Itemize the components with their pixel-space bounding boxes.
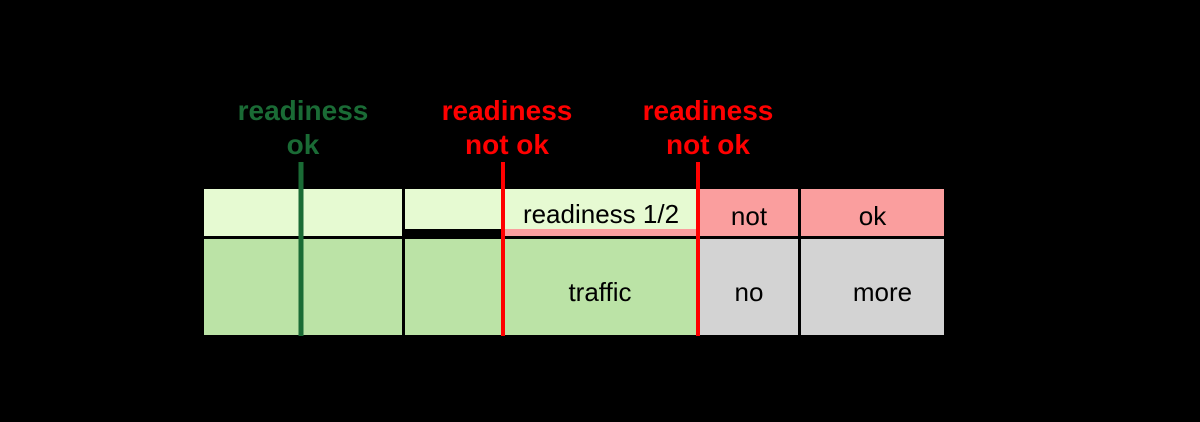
readiness-ok-label: ok — [858, 201, 887, 231]
marker-label-ok: readiness ok — [223, 94, 383, 162]
traffic-no-label: no — [734, 277, 764, 307]
traffic-label: traffic — [568, 277, 632, 307]
marker-label-not-ok-2-line1: readiness — [642, 95, 774, 126]
readiness-partial-label: readiness 1/2 — [522, 199, 680, 229]
marker-label-not-ok-1-line2: not ok — [465, 129, 549, 160]
marker-label-not-ok-1-line1: readiness — [441, 95, 573, 126]
readiness-not-label: not — [730, 201, 768, 231]
traffic-cell-2 — [405, 239, 697, 335]
traffic-cell-more — [801, 239, 944, 335]
readiness-cell-2-not-ok — [502, 229, 697, 236]
marker-label-ok-line1: readiness — [237, 95, 369, 126]
marker-label-ok-line2: ok — [286, 129, 320, 160]
readiness-cell-2-ok — [405, 189, 697, 229]
traffic-more-label: more — [852, 277, 913, 307]
readiness-cell-not — [700, 189, 798, 236]
marker-label-not-ok-2: readiness not ok — [628, 94, 788, 162]
marker-label-not-ok-2-line2: not ok — [666, 129, 750, 160]
readiness-cell-ok — [801, 189, 944, 236]
traffic-cell-no — [700, 239, 798, 335]
marker-label-not-ok-1: readiness not ok — [427, 94, 587, 162]
